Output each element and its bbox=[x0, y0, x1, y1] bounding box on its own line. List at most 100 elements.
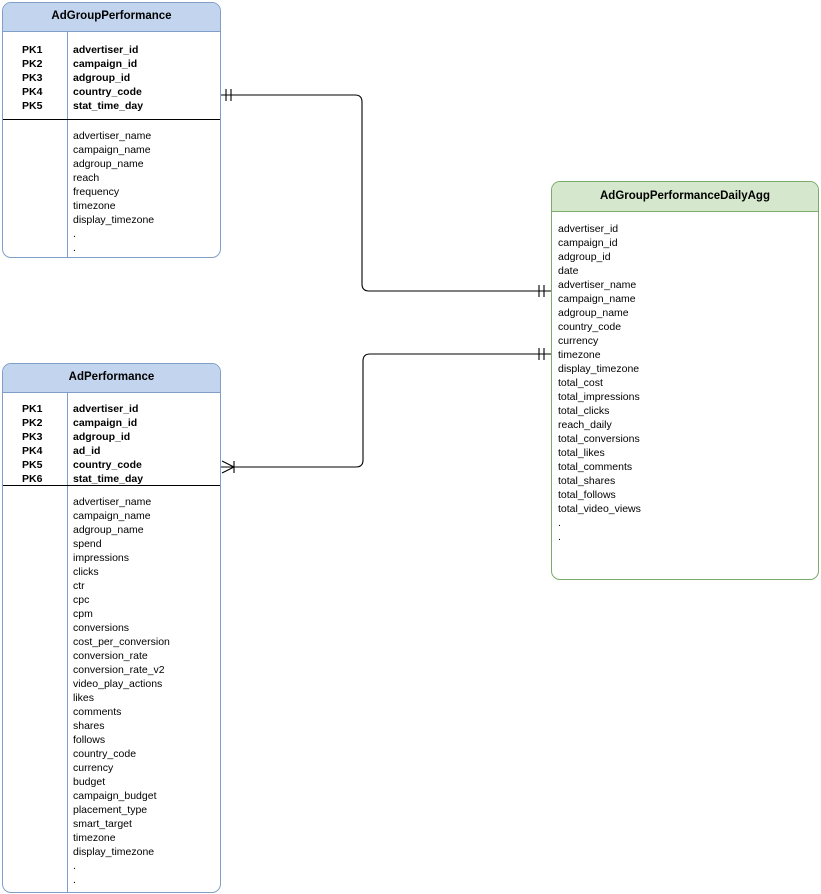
attribute-list-ad-performance: advertiser_name campaign_name adgroup_na… bbox=[73, 495, 170, 887]
attribute: comments bbox=[73, 706, 122, 718]
cardinality-one-and-only-one-icon bbox=[225, 89, 232, 101]
cardinality-many-crowsfoot-icon bbox=[221, 460, 235, 474]
attribute: . bbox=[558, 517, 561, 529]
attribute: cpc bbox=[73, 594, 90, 606]
attribute-list-adgroup-performance: advertiser_name campaign_name adgroup_na… bbox=[73, 129, 154, 255]
attribute: timezone bbox=[73, 200, 116, 212]
pk-field: campaign_id bbox=[73, 58, 138, 70]
entity-body-adgroup-performance: PK1 PK2 PK3 PK4 PK5 advertiser_id campai… bbox=[3, 32, 220, 257]
attribute: adgroup_id bbox=[558, 251, 611, 263]
attribute: advertiser_name bbox=[73, 496, 152, 508]
attribute: campaign_name bbox=[73, 144, 151, 156]
attribute: budget bbox=[73, 776, 106, 788]
cardinality-one-and-only-one-icon bbox=[538, 348, 545, 360]
attribute: advertiser_name bbox=[73, 130, 152, 142]
entity-title-adgroup-performance-daily-agg: AdGroupPerformanceDailyAgg bbox=[552, 182, 818, 212]
attribute: . bbox=[73, 860, 76, 872]
attribute: reach_daily bbox=[558, 419, 612, 431]
pk-label: PK4 bbox=[22, 445, 43, 457]
pk-label: PK6 bbox=[22, 473, 43, 485]
attribute: advertiser_name bbox=[558, 279, 637, 291]
connector-line-ad-to-agg bbox=[221, 353, 551, 468]
attribute: shares bbox=[73, 720, 105, 732]
relationship-adgroup-to-agg bbox=[221, 89, 551, 297]
attribute: smart_target bbox=[73, 818, 132, 830]
connector-line-adgroup-to-agg bbox=[221, 94, 551, 292]
attribute: total_shares bbox=[558, 475, 616, 487]
pk-field: adgroup_id bbox=[73, 72, 131, 84]
attribute: adgroup_name bbox=[73, 524, 144, 536]
attribute: total_cost bbox=[558, 377, 603, 389]
pk-field: country_code bbox=[73, 86, 142, 98]
pk-field: country_code bbox=[73, 459, 142, 471]
attribute: . bbox=[558, 531, 561, 543]
attribute: campaign_name bbox=[73, 510, 151, 522]
attribute: country_code bbox=[558, 321, 622, 333]
pk-field: advertiser_id bbox=[73, 403, 139, 415]
attribute: likes bbox=[73, 692, 95, 704]
column-divider bbox=[67, 393, 68, 892]
pk-field: stat_time_day bbox=[73, 473, 144, 485]
primary-key-field-list-ad-performance: advertiser_id campaign_id adgroup_id ad_… bbox=[73, 402, 143, 486]
key-attribute-divider bbox=[3, 485, 220, 486]
attribute: frequency bbox=[73, 186, 120, 198]
pk-label: PK2 bbox=[22, 417, 43, 429]
attribute: total_likes bbox=[558, 447, 605, 459]
attribute: adgroup_name bbox=[73, 158, 144, 170]
attribute: total_comments bbox=[558, 461, 633, 473]
attribute: placement_type bbox=[73, 804, 148, 816]
attribute: campaign_name bbox=[558, 293, 636, 305]
entity-adgroup-performance[interactable]: AdGroupPerformance PK1 PK2 PK3 PK4 PK5 a… bbox=[2, 2, 221, 258]
attribute: display_timezone bbox=[73, 846, 155, 858]
attribute: spend bbox=[73, 538, 102, 550]
primary-key-label-list-adgroup-performance: PK1 PK2 PK3 PK4 PK5 bbox=[22, 43, 42, 113]
pk-label: PK4 bbox=[22, 86, 43, 98]
primary-key-field-list-adgroup-performance: advertiser_id campaign_id adgroup_id cou… bbox=[73, 43, 143, 113]
attribute: display_timezone bbox=[73, 214, 155, 226]
attribute: follows bbox=[73, 734, 106, 746]
pk-field: adgroup_id bbox=[73, 431, 131, 443]
pk-field: campaign_id bbox=[73, 417, 138, 429]
pk-label: PK3 bbox=[22, 431, 43, 443]
attribute: . bbox=[73, 242, 76, 254]
entity-title-adgroup-performance: AdGroupPerformance bbox=[3, 3, 220, 32]
attribute: total_impressions bbox=[558, 391, 640, 403]
entity-adgroup-performance-daily-agg[interactable]: AdGroupPerformanceDailyAgg advertiser_id… bbox=[551, 181, 819, 580]
pk-field: stat_time_day bbox=[73, 100, 144, 112]
pk-label: PK3 bbox=[22, 72, 43, 84]
attribute: campaign_budget bbox=[73, 790, 157, 802]
attribute: advertiser_id bbox=[558, 223, 619, 235]
attribute: total_follows bbox=[558, 489, 616, 501]
pk-field: ad_id bbox=[73, 445, 101, 457]
attribute: timezone bbox=[558, 349, 601, 361]
attribute: currency bbox=[558, 335, 599, 347]
attribute: conversion_rate_v2 bbox=[73, 664, 165, 676]
key-attribute-divider bbox=[3, 119, 220, 120]
attribute: reach bbox=[73, 172, 100, 184]
attribute: country_code bbox=[73, 748, 137, 760]
attribute-list-adgroup-performance-daily-agg: advertiser_id campaign_id adgroup_id dat… bbox=[558, 222, 641, 544]
attribute: cost_per_conversion bbox=[73, 636, 170, 648]
pk-label: PK2 bbox=[22, 58, 43, 70]
attribute: impressions bbox=[73, 552, 130, 564]
pk-label: PK1 bbox=[22, 44, 43, 56]
attribute: total_clicks bbox=[558, 405, 610, 417]
entity-ad-performance[interactable]: AdPerformance PK1 PK2 PK3 PK4 PK5 PK6 ad… bbox=[2, 363, 221, 893]
entity-title-ad-performance: AdPerformance bbox=[3, 364, 220, 393]
attribute: date bbox=[558, 265, 579, 277]
attribute: total_conversions bbox=[558, 433, 640, 445]
column-divider bbox=[67, 32, 68, 257]
pk-label: PK5 bbox=[22, 100, 43, 112]
entity-body-adgroup-performance-daily-agg: advertiser_id campaign_id adgroup_id dat… bbox=[552, 212, 818, 579]
pk-label: PK1 bbox=[22, 403, 43, 415]
attribute: adgroup_name bbox=[558, 307, 629, 319]
attribute: clicks bbox=[73, 566, 99, 578]
pk-field: advertiser_id bbox=[73, 44, 139, 56]
attribute: ctr bbox=[73, 580, 85, 592]
relationship-ad-to-agg bbox=[221, 348, 551, 474]
attribute: timezone bbox=[73, 832, 116, 844]
cardinality-one-and-only-one-icon bbox=[538, 285, 545, 297]
primary-key-label-list-ad-performance: PK1 PK2 PK3 PK4 PK5 PK6 bbox=[22, 402, 42, 486]
pk-label: PK5 bbox=[22, 459, 43, 471]
entity-body-ad-performance: PK1 PK2 PK3 PK4 PK5 PK6 advertiser_id ca… bbox=[3, 393, 220, 892]
